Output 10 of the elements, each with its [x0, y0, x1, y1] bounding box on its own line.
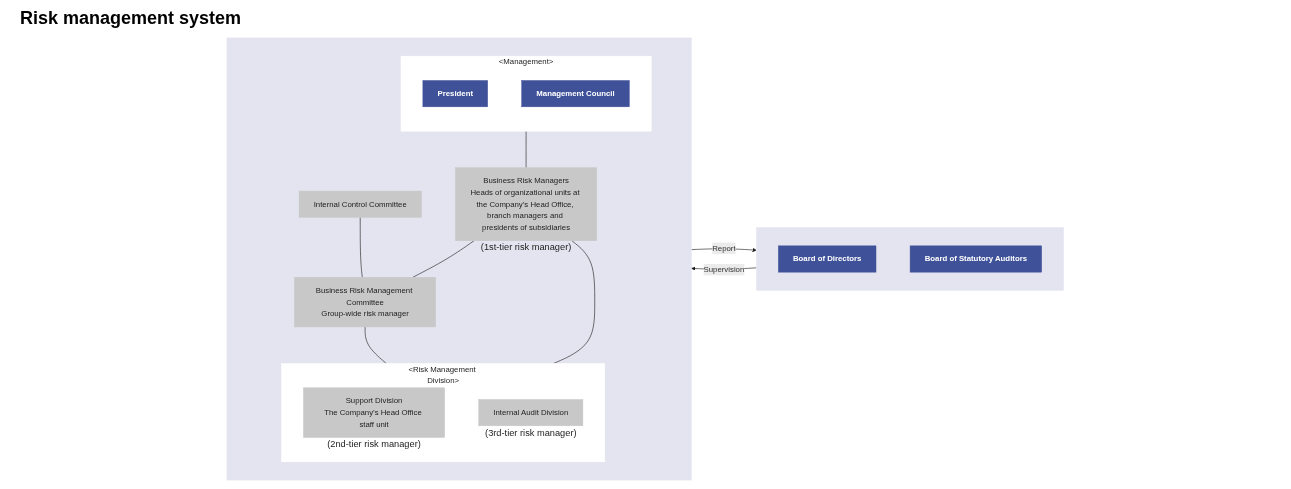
connector [360, 217, 363, 278]
connector [553, 240, 596, 364]
tier-caption: (2nd-tier risk manager) [327, 439, 422, 450]
cluster [226, 37, 692, 481]
diagram-title: Risk management system [20, 8, 242, 29]
tier-caption: (3rd-tier risk manager) [485, 427, 577, 438]
connector [365, 326, 387, 364]
connector [412, 240, 475, 278]
cluster [756, 227, 1065, 291]
tier-caption: (1st-tier risk manager) [481, 242, 572, 253]
